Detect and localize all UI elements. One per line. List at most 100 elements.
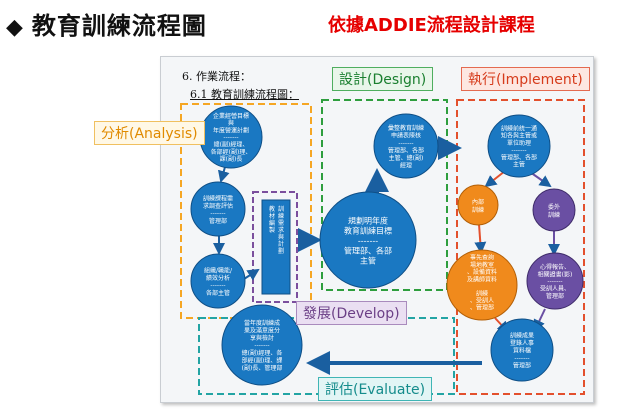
node-text-line: ------- — [514, 355, 529, 362]
node-text-line: 訓練 — [476, 289, 488, 297]
node-a1: 企業經營目標與年度營運計劃-------總(副)經理、各部經(副)理、課(副)長 — [199, 105, 263, 169]
node-e1: 訓練成果登錄人事資料檔-------管理部 — [490, 318, 554, 382]
node-develop: 訓練需求與計劃教材編製 — [261, 199, 291, 295]
node-text-line: 當年度訓練成 — [244, 319, 280, 327]
page-subtitle: 依據ADDIE流程設計課程 — [328, 15, 535, 36]
section-heading: 6. 作業流程： — [182, 70, 251, 83]
node-text-line: 單位助理 — [507, 139, 531, 147]
node-text-line: 內部 — [472, 198, 484, 206]
node-text-line: 管理部、各部 — [501, 153, 537, 161]
implement-phase-label: 執行(Implement) — [461, 67, 590, 91]
subsection-heading: 6.1 教育訓練流程圖： — [190, 88, 299, 101]
node-text-line: 主管 — [360, 256, 376, 266]
node-d2: 規劃明年度教育訓練目標-------管理部、各部主管 — [319, 191, 417, 289]
node-text-line: 經理 — [400, 161, 412, 169]
vertical-text-char: 製 — [269, 226, 275, 234]
node-d2-text: 規劃明年度教育訓練目標-------管理部、各部主管 — [344, 216, 392, 266]
node-text-line: 登錄人事 — [510, 339, 534, 347]
node-text-line: 管理部 — [209, 217, 227, 225]
node-i3-text: 委外訓練 — [548, 203, 560, 219]
node-text-line: 績效分析 — [206, 274, 230, 282]
node-a2-text: 訓練課程需求調查評估-------管理部 — [203, 194, 233, 225]
node-text-line: 訓練 — [548, 211, 560, 219]
node-text-line: 申請表陳核 — [391, 131, 421, 139]
node-text-line: 心得報告、 — [540, 263, 570, 271]
node-a2: 訓練課程需求調查評估-------管理部 — [190, 181, 246, 237]
headline: ◆ 教育訓練流程圖 — [6, 6, 207, 41]
node-text-line: ------- — [547, 279, 562, 286]
node-text-line: 管理部、各部 — [344, 246, 392, 256]
vertical-text-char: 劃 — [278, 247, 284, 255]
node-d1-text: 彙整教育訓練申請表陳核-------管理部、各部主管、總(副)經理 — [388, 124, 424, 170]
node-a1-text: 企業經營目標與年度營運計劃-------總(副)經理、各部經(副)理、課(副)長 — [211, 112, 252, 163]
arrow-a3-dv — [243, 268, 260, 281]
vertical-text-char: 需 — [278, 220, 284, 227]
node-text-line: ------- — [210, 282, 225, 289]
arrow-i1-i2 — [484, 170, 506, 188]
node-text-line: 知各與主管或 — [501, 132, 537, 140]
node-i6: 心得報告、相關證書(影)-------受訓人員、管理部 — [526, 252, 584, 310]
node-text-line: ------- — [398, 140, 413, 147]
develop-phase-box — [252, 191, 298, 303]
node-text-line: 事先查詢 — [470, 254, 494, 262]
arrow-a1-a2 — [217, 166, 230, 183]
node-text-line: 彙整教育訓練 — [388, 124, 424, 132]
develop-phase-label: 發展(Develop) — [296, 301, 407, 325]
node-text-line: 部經(副)理、課 — [242, 357, 283, 365]
node-i3: 委外訓練 — [532, 188, 576, 232]
node-text-line: 訓練成果 — [510, 332, 534, 340]
analysis-phase-label: 分析(Analysis) — [94, 121, 205, 145]
node-text-line: 、設備資料 — [467, 268, 497, 276]
arrow-i1-i3 — [529, 171, 552, 188]
node-text-line: 求調查評估 — [203, 202, 233, 210]
node-text-line: 管理部 — [546, 292, 564, 300]
node-text-line: 各部經(副)理、 — [211, 148, 252, 156]
node-text-line: 及講師資料 — [467, 275, 497, 283]
node-i5-text: 訓練、受訓人、管理部 — [470, 289, 494, 311]
node-text-line: 相關證書(影) — [538, 270, 573, 278]
node-text-line: 總(副)經理、 — [214, 141, 249, 149]
node-e2: 當年度訓練成果及滿意度分享與檢討-------總(副)經理、各部經(副)理、課(… — [221, 304, 303, 386]
page-title: 教育訓練流程圖 — [31, 12, 207, 40]
node-text-line: 訓練課程需 — [203, 194, 233, 202]
node-i2-text: 內部訓練 — [472, 198, 484, 214]
node-text-line: 企業經營目標 — [213, 112, 249, 120]
node-i2: 內部訓練 — [457, 184, 499, 226]
vertical-text-char: 求 — [278, 226, 284, 234]
node-text-line: (副)長、管理部 — [242, 364, 283, 372]
node-develop-text: 訓練需求與計劃教材編製 — [269, 205, 284, 255]
node-e2-text: 當年度訓練成果及滿意度分享與檢討-------總(副)經理、各部經(副)理、課(… — [242, 319, 283, 372]
node-text-line: 與 — [228, 119, 234, 127]
node-i1-text: 訓練前統一通知各與主管或單位助理-------管理部、各部主管 — [501, 125, 537, 169]
vertical-text-char: 與 — [278, 233, 284, 241]
node-text-line: 訓練前統一通 — [501, 125, 537, 133]
node-text-line: ------- — [358, 237, 378, 246]
node-text-line: 課(副)長 — [220, 155, 243, 163]
node-i6-text: 心得報告、相關證書(影)-------受訓人員、管理部 — [538, 263, 573, 300]
node-text-line: 規劃明年度 — [348, 216, 388, 226]
node-text-line: 教育訓練目標 — [344, 226, 392, 236]
vertical-text-char: 訓 — [278, 205, 284, 213]
arrow-i2-i4 — [474, 223, 487, 254]
node-text-line: 主管、總(副) — [389, 154, 424, 162]
vertical-text-char: 材 — [269, 212, 275, 220]
node-text-line: 委外 — [548, 203, 560, 211]
design-phase-label: 設計(Design) — [332, 67, 434, 91]
node-text-line: 訓練 — [472, 206, 484, 214]
diamond-bullet-icon: ◆ — [6, 15, 24, 40]
node-text-line: 年度營運計劃 — [213, 126, 249, 134]
vertical-text-char: 練 — [278, 212, 284, 220]
node-text-line: 主管 — [513, 161, 525, 169]
implement-phase-box — [456, 99, 585, 395]
node-e1-text: 訓練成果登錄人事資料檔-------管理部 — [510, 332, 534, 370]
node-text-line: 享與檢討 — [250, 334, 274, 342]
node-i4-text: 事先查詢場地教室、設備資料及講師資料 — [467, 254, 497, 284]
node-text-line: 、管理部 — [470, 304, 494, 312]
node-i4: 事先查詢場地教室、設備資料及講師資料 訓練、受訓人、管理部 — [446, 249, 518, 321]
node-d1: 彙整教育訓練申請表陳核-------管理部、各部主管、總(副)經理 — [373, 113, 439, 179]
node-text-line: ------- — [254, 343, 269, 350]
vertical-text-char: 編 — [269, 219, 275, 227]
node-text-line: 管理部 — [513, 362, 531, 370]
vertical-text-char: 教 — [269, 205, 275, 213]
